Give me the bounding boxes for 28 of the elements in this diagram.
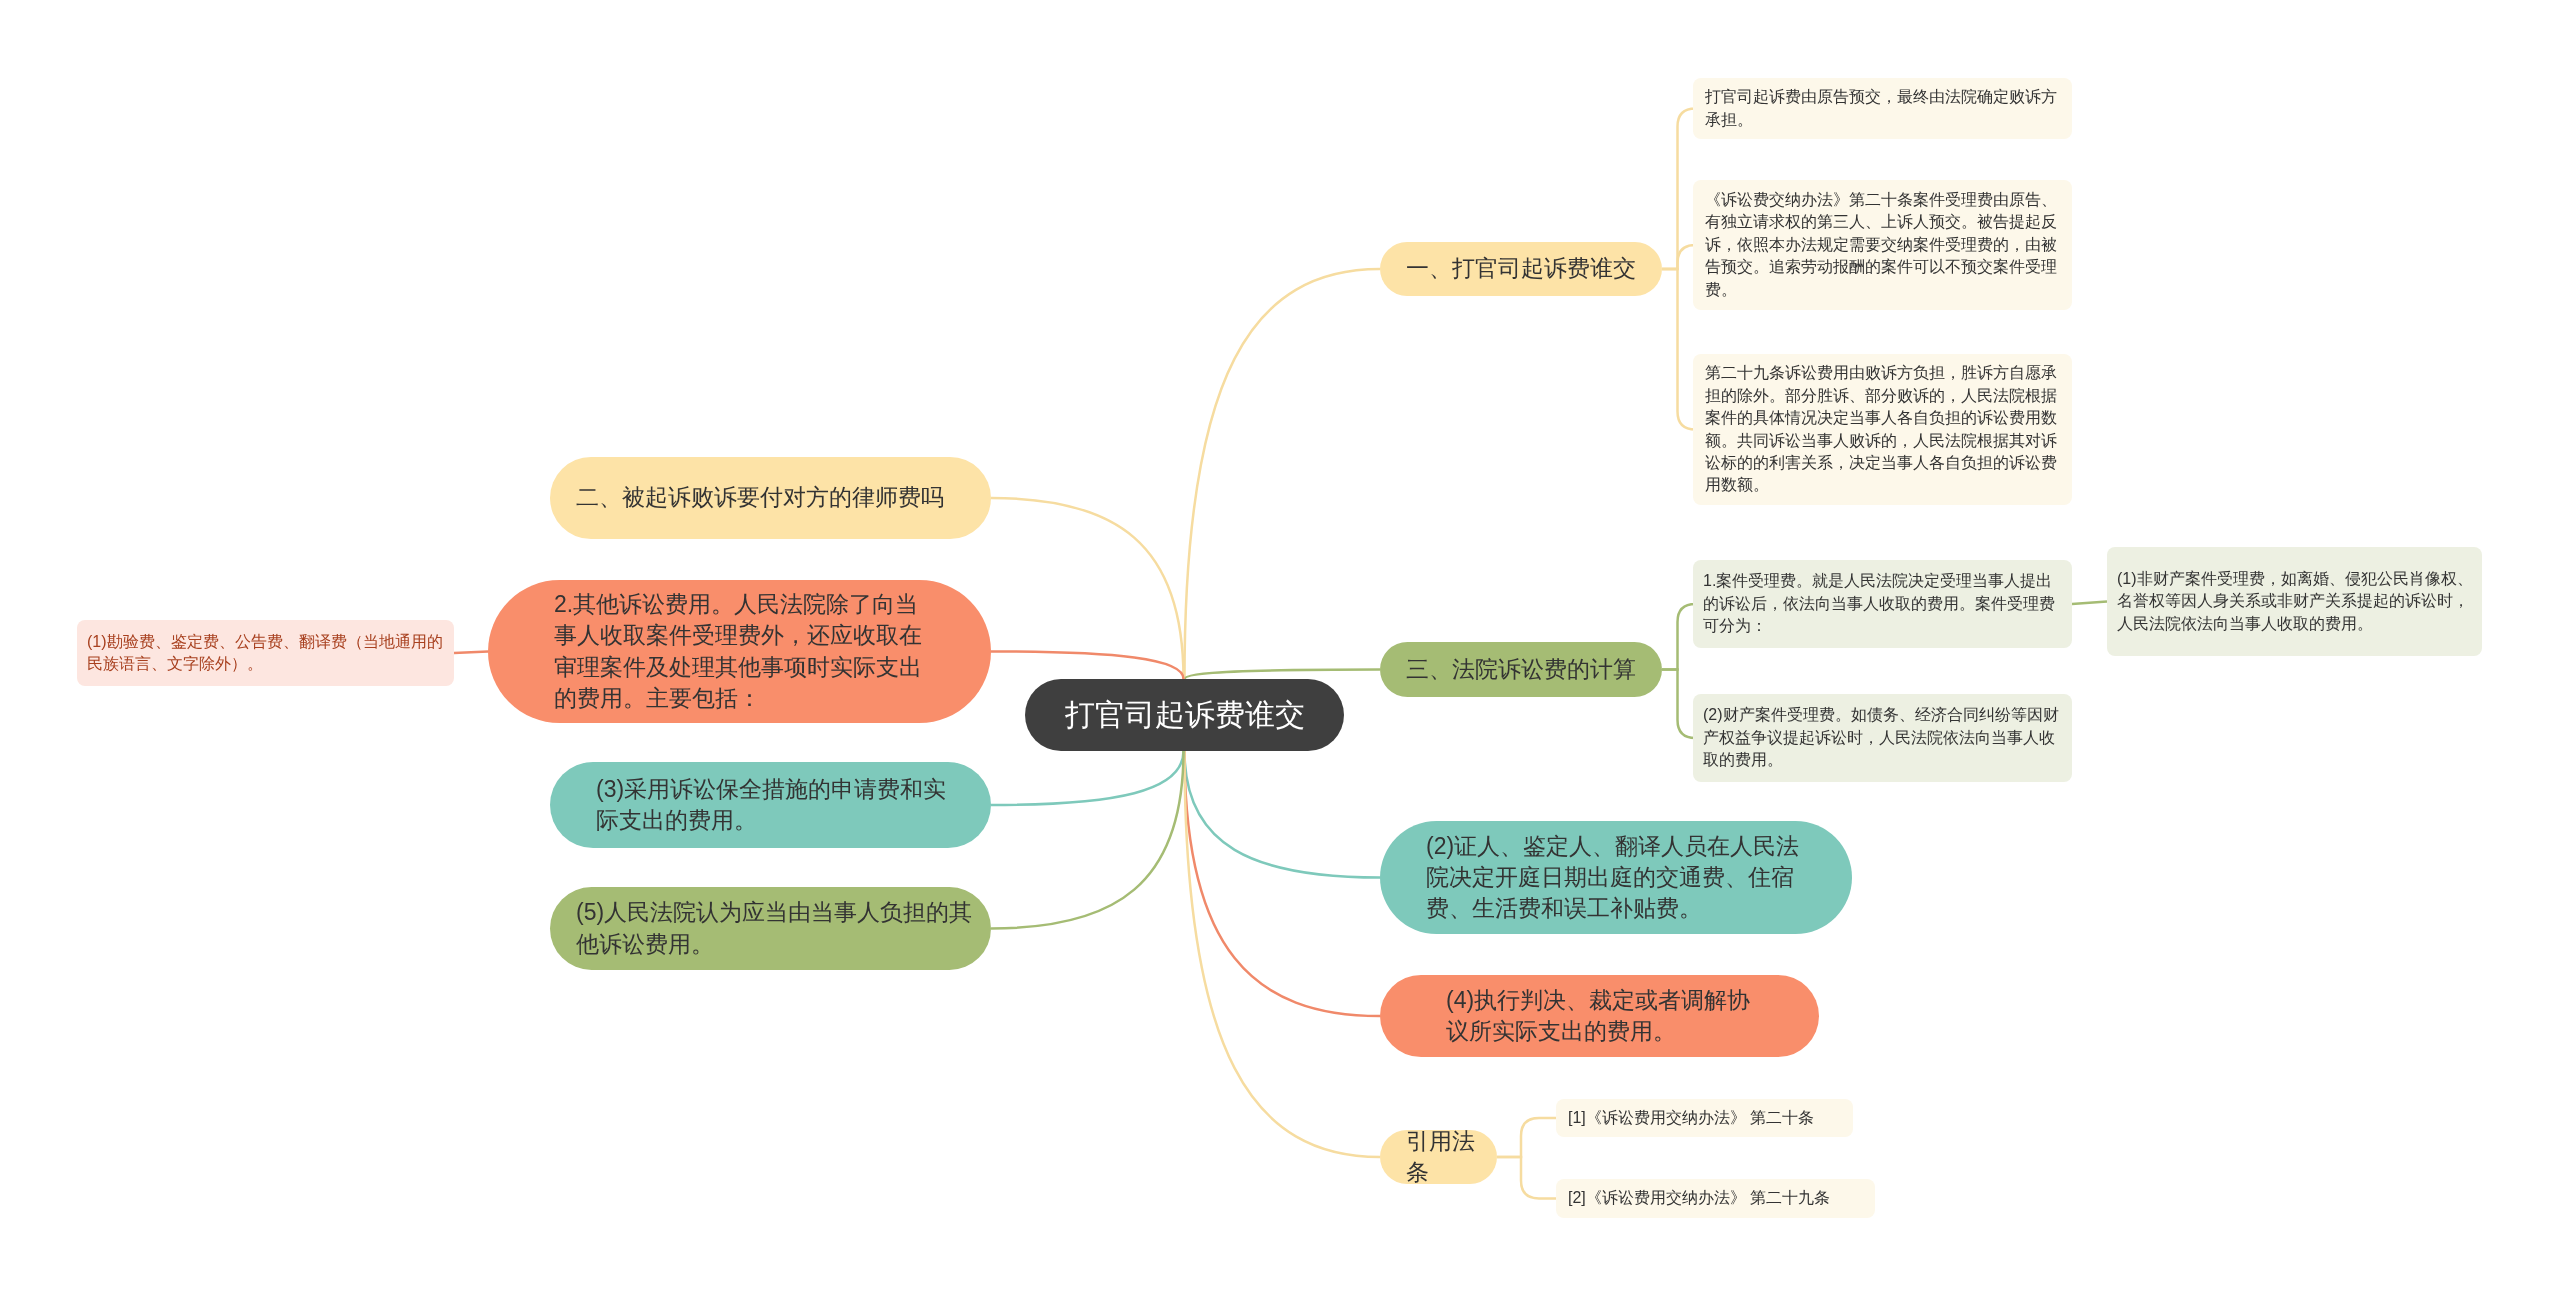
topic-pill: (2)证人、鉴定人、翻译人员在人民法院决定开庭日期出庭的交通费、住宿费、生活费和误工补贴费。 xyxy=(1380,821,1852,934)
topic-pill: 2.其他诉讼费用。人民法院除了向当事人收取案件受理费外，还应收取在审理案件及处理其他事项时实际支出的费用。主要包括： xyxy=(488,580,991,723)
note-box: [1]《诉讼费用交纳办法》 第二十条 xyxy=(1556,1099,1853,1137)
topic-pill: 一、打官司起诉费谁交 xyxy=(1380,242,1662,296)
connector-line xyxy=(2071,600,2108,606)
note-box: (1)非财产案件受理费，如离婚、侵犯公民肖像权、名誉权等因人身关系或非财产关系提起的诉讼时，人民法院依法向当事人收取的费用。 xyxy=(2107,547,2482,656)
connector-line xyxy=(1497,1155,1556,1200)
topic-pill: 二、被起诉败诉要付对方的律师费吗 xyxy=(550,457,991,539)
topic-pill: (3)采用诉讼保全措施的申请费和实际支出的费用。 xyxy=(550,762,991,848)
note-box: 《诉讼费交纳办法》第二十条案件受理费由原告、有独立请求权的第三人、上诉人预交。被告提起反诉，依照本办法规定需要交纳案件受理费的，由被告预交。追索劳动报酬的案件可以不预交案件受理费。 xyxy=(1693,180,2072,310)
topic-pill: (4)执行判决、裁定或者调解协议所实际支出的费用。 xyxy=(1380,975,1819,1057)
connector-line xyxy=(453,650,489,655)
topic-pill: 三、法院诉讼费的计算 xyxy=(1380,642,1662,697)
note-box: 1.案件受理费。就是人民法院决定受理当事人提出的诉讼后，依法向当事人收取的费用。案件受理费可分为： xyxy=(1693,560,2072,648)
note-box: (1)勘验费、鉴定费、公告费、翻译费（当地通用的民族语言、文字除外）。 xyxy=(77,620,454,686)
topic-pill: 引用法条 xyxy=(1380,1130,1497,1184)
note-box: 打官司起诉费由原告预交，最终由法院确定败诉方承担。 xyxy=(1693,78,2072,139)
connector-line xyxy=(1183,668,1380,680)
note-box: (2)财产案件受理费。如债务、经济合同纠纷等因财产权益争议提起诉讼时，人民法院依法向当事人收取的费用。 xyxy=(1693,694,2072,782)
connector-line xyxy=(1183,750,1381,1159)
note-box: [2]《诉讼费用交纳办法》 第二十九条 xyxy=(1556,1179,1875,1218)
central-topic: 打官司起诉费谁交 xyxy=(1025,679,1344,751)
connector-line xyxy=(990,496,1185,680)
connector-line xyxy=(991,650,1185,680)
connector-line xyxy=(1183,267,1381,680)
connector-line xyxy=(990,750,1185,930)
note-box: 第二十九条诉讼费用由败诉方负担，胜诉方自愿承担的除外。部分胜诉、部分败诉的，人民法院根据案件的具体情况决定当事人各自负担的诉讼费用数额。共同诉讼当事人败诉的，人民法院根据其对诉讼标的的利害关系，决定当事人各自负担的诉讼费用数额。 xyxy=(1693,354,2072,505)
topic-pill: (5)人民法院认为应当由当事人负担的其他诉讼费用。 xyxy=(550,887,991,970)
